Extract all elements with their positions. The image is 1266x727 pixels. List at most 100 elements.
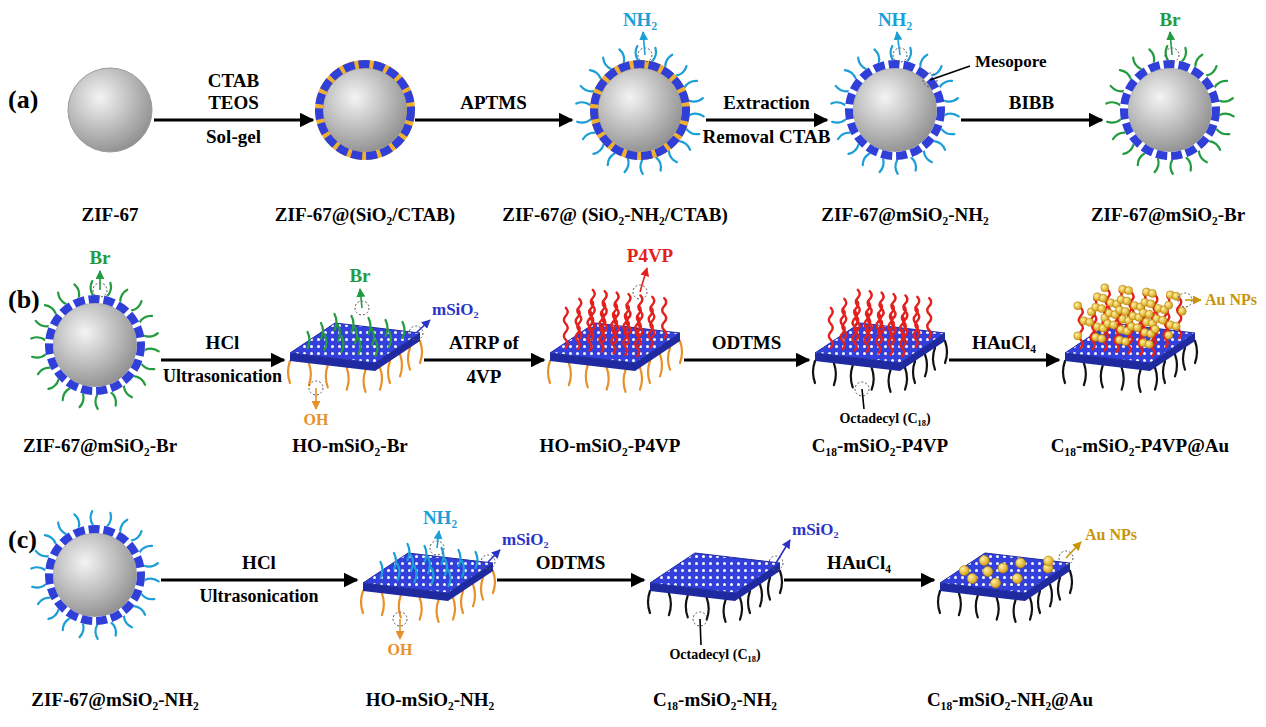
ligand-chain <box>1123 144 1133 154</box>
ligand-chain <box>652 48 656 62</box>
surface-chain <box>445 559 447 575</box>
surface-chain <box>851 365 853 387</box>
surface-chain <box>1155 368 1157 390</box>
polymer-chain <box>623 315 627 355</box>
stage-name: ZIF-67@mSiO₂-NH₂ <box>31 689 198 711</box>
surface-chain <box>352 316 354 332</box>
stage-node: C₁₈-mSiO₂-NH₂@Au <box>938 533 1072 625</box>
surface-chain <box>586 365 588 387</box>
ligand-chain <box>1182 48 1186 62</box>
surface-chain <box>335 314 337 330</box>
stage-node: ZIF-67@mSiO₂-NH₂ <box>831 46 959 174</box>
surface-chain <box>640 368 642 390</box>
ligand-chain <box>581 86 594 91</box>
surface-chain <box>369 318 371 334</box>
annotation-label: mSiO₂ <box>792 520 839 540</box>
surface-chain <box>660 354 662 376</box>
arrow-label: Sol-gel <box>206 126 261 148</box>
mesoporous-sheet <box>650 553 780 593</box>
surface-chain <box>976 595 978 617</box>
ligand-chain <box>1215 81 1227 87</box>
ligand-chain <box>107 513 111 527</box>
gold-nanoparticle <box>1101 284 1109 292</box>
surface-chain <box>1163 361 1165 383</box>
reaction-arrow <box>424 359 544 362</box>
arrow-label: HCl <box>242 552 276 574</box>
zif-core <box>68 68 152 152</box>
reaction-arrow <box>684 359 809 362</box>
silica-shell <box>49 299 141 391</box>
surface-chain <box>1070 571 1072 593</box>
ligand-chain <box>689 98 703 101</box>
ligand-chain <box>91 281 93 295</box>
stage-name: C₁₈-mSiO₂-P4VP@Au <box>1051 435 1229 457</box>
surface-chain <box>372 329 374 345</box>
reaction-arrow <box>949 359 1059 362</box>
ligand-chain <box>48 609 58 619</box>
silica-shell <box>1124 64 1216 156</box>
surface-chain <box>889 370 891 392</box>
ligand-chain <box>577 119 591 122</box>
polymer-chain <box>900 316 904 356</box>
surface-chain <box>945 341 947 363</box>
stage-name: ZIF-67@(SiO₂/CTAB) <box>275 204 455 226</box>
annotation-label: OH <box>388 641 413 659</box>
ligand-chain <box>120 520 127 532</box>
ligand-chain <box>1186 157 1191 170</box>
ligand-chain <box>107 283 111 297</box>
polymer-chain <box>649 307 653 347</box>
silica-shell <box>49 529 141 621</box>
ligand-chain <box>145 579 159 582</box>
stage-node: HO-mSiO₂-Br <box>288 303 422 395</box>
ligand-chain <box>58 523 66 534</box>
surface-chain <box>481 578 483 600</box>
ligand-chain <box>838 133 850 139</box>
gold-nanoparticle <box>1016 558 1026 568</box>
ligand-chain <box>625 159 629 173</box>
surface-chain <box>381 562 383 578</box>
leader-line <box>416 320 430 333</box>
surface-chain <box>342 336 344 352</box>
ligand-chain <box>1209 141 1220 150</box>
polymer-chain <box>888 315 892 355</box>
reaction-arrow <box>706 119 827 122</box>
surface-chain <box>400 354 402 376</box>
gold-nanoparticle <box>1145 310 1153 318</box>
ligand-chain <box>91 511 93 525</box>
gold-nanoparticle <box>1151 325 1159 333</box>
surface-chain <box>389 331 391 347</box>
surface-chain <box>398 564 400 580</box>
surface-chain <box>1139 370 1141 392</box>
ligand-chain <box>1138 153 1145 165</box>
surface-chain <box>432 568 434 584</box>
surface-chain <box>493 571 495 593</box>
surface-chain <box>453 598 455 620</box>
ligand-chain <box>1107 119 1121 122</box>
surface-chain <box>403 322 405 338</box>
ligand-chain <box>95 625 97 639</box>
surface-chain <box>925 354 927 376</box>
gold-nanoparticle <box>1074 302 1082 310</box>
ligand-chain <box>1216 129 1229 134</box>
ligand-chain <box>1195 55 1202 67</box>
gold-nanoparticle <box>1123 297 1131 305</box>
ligand-chain <box>31 337 45 340</box>
ligand-chain <box>880 159 884 173</box>
zif-core <box>53 533 137 617</box>
surface-chain <box>442 548 444 564</box>
gold-nanoparticle <box>983 567 993 577</box>
gold-nanoparticle <box>1159 316 1167 324</box>
annotation-label: Mesopore <box>975 52 1046 72</box>
stage-node: HO-mSiO₂-P4VP <box>548 273 682 395</box>
ligand-chain <box>124 386 132 397</box>
stage-node: HO-mSiO₂-NH₂ <box>361 533 495 625</box>
surface-chain <box>408 348 410 370</box>
ligand-chain <box>941 129 954 134</box>
stage-name: HO-mSiO₂-P4VP <box>540 435 681 457</box>
ligand-chain <box>131 301 141 311</box>
annotation-label: Br <box>89 247 110 269</box>
arrow-label: HAuCl₄ <box>972 332 1036 354</box>
surface-chain <box>607 368 609 390</box>
polymer-chain <box>876 313 880 353</box>
surface-chain <box>449 570 451 586</box>
